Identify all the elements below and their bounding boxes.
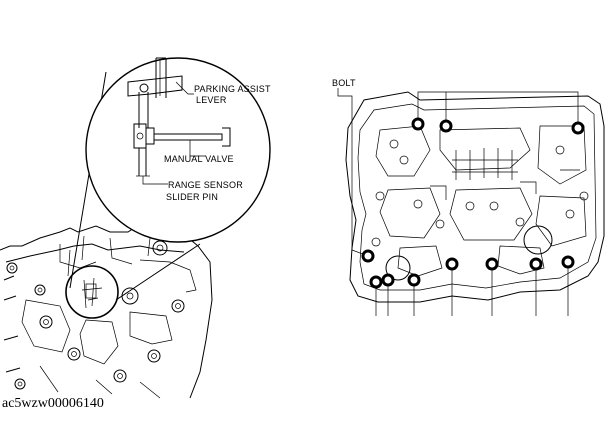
label-range-sensor-line2: SLIDER PIN [166, 192, 218, 202]
bolt-marker [381, 273, 395, 287]
bolt-marker [411, 117, 425, 131]
label-parking-assist-lever: PARKING ASSIST [194, 84, 271, 94]
bolt-marker [571, 121, 585, 135]
label-manual-valve: MANUAL VALVE [164, 154, 234, 164]
figure-caption: ac5wzw00006140 [2, 396, 104, 411]
bolt-marker [485, 257, 499, 271]
bolt-marker [445, 257, 459, 271]
callout-labels: PARKING ASSIST LEVER MANUAL VALVE RANGE … [164, 84, 271, 202]
bolt-marker [369, 275, 383, 289]
bolt-marker [561, 255, 575, 269]
bolt-marker [529, 257, 543, 271]
valve-body-illustration [345, 91, 605, 303]
bolt-marker [361, 249, 375, 263]
highlighted-bolts [361, 117, 585, 289]
bolt-marker [407, 273, 421, 287]
label-bolt: BOLT [332, 78, 356, 88]
label-parking-assist-lever-line2: LEVER [196, 95, 227, 105]
label-range-sensor: RANGE SENSOR [168, 180, 243, 190]
detail-magnifier [85, 57, 271, 243]
transmission-case-illustration [0, 223, 213, 399]
bolt-marker [439, 119, 453, 133]
